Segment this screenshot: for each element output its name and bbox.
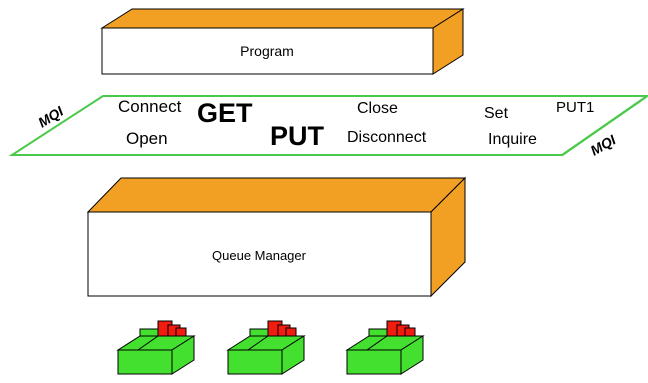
queue-manager-box: Queue Manager (86, 176, 467, 298)
queue-manager-box-top (86, 177, 467, 213)
call-inquire: Inquire (488, 131, 537, 148)
program-box-top (100, 8, 465, 29)
call-close: Close (357, 100, 398, 117)
call-put1: PUT1 (556, 99, 594, 116)
mqi-left-tag: MQI (35, 102, 67, 130)
queue-divider (366, 335, 388, 351)
queue-tray (116, 320, 196, 375)
call-disconnect: Disconnect (347, 129, 427, 146)
queues (116, 320, 425, 375)
program-box-label: Program (240, 43, 294, 59)
mqi-band-edge-right (561, 96, 648, 157)
call-get: GET (197, 98, 253, 128)
queue-side (400, 335, 424, 375)
queue-front (227, 349, 283, 375)
queue-tray (345, 320, 425, 375)
call-open: Open (126, 129, 168, 148)
call-put: PUT (270, 121, 325, 151)
queue-divider (247, 335, 269, 351)
mqi-band-outline (8, 95, 648, 156)
call-connect: Connect (118, 97, 182, 116)
queue-message (175, 327, 187, 337)
queue-tray (226, 320, 306, 375)
queue-message (404, 327, 416, 337)
call-set: Set (484, 105, 509, 122)
queue-front (117, 349, 173, 375)
queue-manager-box-front (87, 211, 432, 297)
mqi-band: MQI MQI Connect Open GET PUT Close Disco… (8, 95, 648, 159)
queue-side (171, 335, 195, 375)
program-box-front (101, 27, 434, 75)
queue-divider (137, 335, 159, 351)
queue-message (285, 327, 297, 337)
queue-manager-box-label: Queue Manager (212, 248, 307, 263)
program-box: Program (100, 8, 465, 75)
queue-front (346, 349, 402, 375)
queue-side (281, 335, 305, 375)
